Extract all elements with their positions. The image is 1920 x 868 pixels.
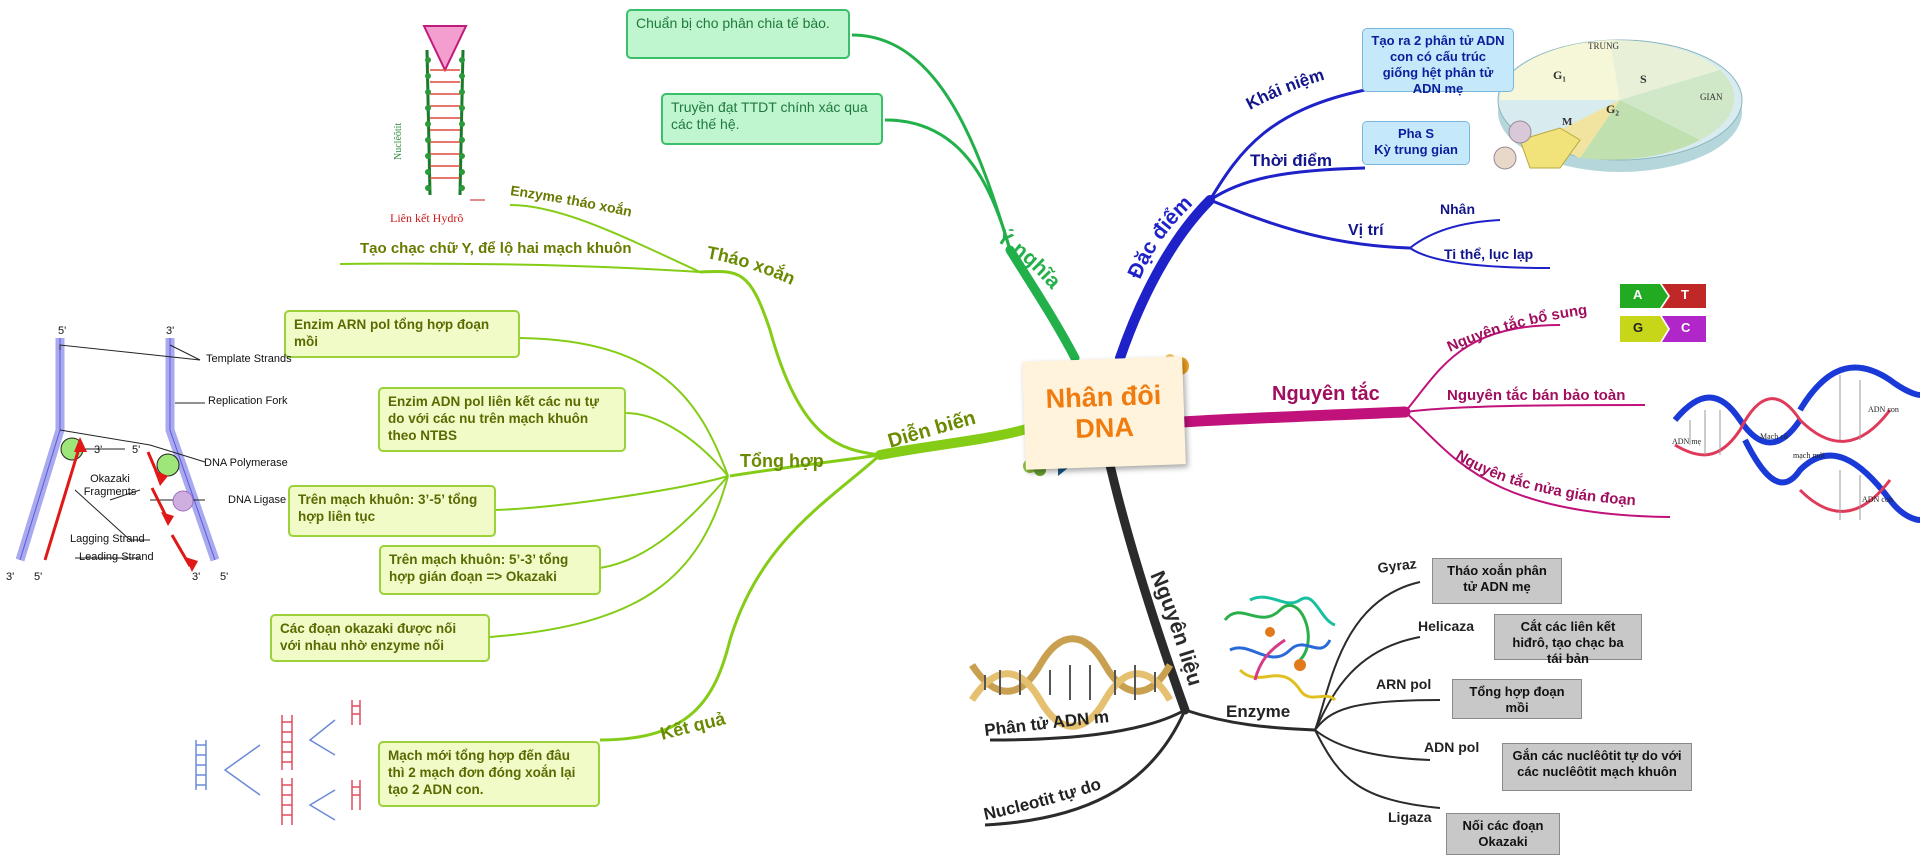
nguyen-tac-bo-sung: Nguyên tắc bổ sung	[1445, 301, 1589, 355]
fork-end-label: 5'	[34, 571, 43, 583]
dna-moi-label: mạch mới	[1793, 451, 1825, 460]
tong-hop-item-3[interactable]: Trên mạch khuôn: 3’-5’ tổng hợp liên tục	[288, 485, 496, 537]
dna-con1-label: ADN con	[1868, 405, 1899, 414]
fork-end-label: 3'	[6, 571, 15, 583]
tong-hop-item-2[interactable]: Enzim ADN pol liên kết các nu tự do với …	[378, 387, 626, 452]
base-a: A	[1633, 287, 1643, 302]
vi-tri-ti-the: Ti thể, lục lạp	[1444, 246, 1534, 262]
central-topic-line2: DNA	[1074, 411, 1135, 445]
base-c: C	[1681, 320, 1691, 335]
nucleotit-side-label: Nuclêôtit	[393, 122, 404, 160]
thoi-diem-line1: Pha S	[1397, 126, 1435, 141]
fork-replication-fork: Replication Fork	[208, 395, 288, 407]
adn-pol-label: ADN pol	[1424, 739, 1480, 755]
thao-xoan-label: Tháo xoắn	[705, 242, 798, 289]
ligaza-box[interactable]: Nối các đoạn Okazaki	[1446, 813, 1560, 855]
dac-diem-branches	[1115, 88, 1551, 363]
fork-end-label: 5'	[58, 325, 67, 337]
cycle-s-label: S	[1640, 72, 1647, 86]
cycle-gian-label: GIAN	[1700, 92, 1723, 102]
base-t: T	[1681, 287, 1689, 302]
nguyen-lieu-branches	[984, 460, 1441, 827]
thoi-diem-label: Thời điểm	[1250, 151, 1332, 170]
nguyen-tac-branches	[1176, 324, 1671, 518]
cycle-trung-label: TRUNG	[1588, 41, 1619, 51]
base-g: G	[1633, 320, 1644, 335]
fork-end-label: 3'	[192, 571, 201, 583]
vi-tri-label: Vị trí	[1348, 222, 1384, 239]
dna-me-label: ADN mẹ	[1672, 437, 1702, 446]
gyraza-box[interactable]: Tháo xoắn phân tử ADN mẹ	[1432, 558, 1562, 604]
tong-hop-item-1[interactable]: Enzim ARN pol tổng hợp đoạn mồi	[284, 310, 520, 358]
gyraza-label: Gyraza	[0, 0, 1417, 576]
fork-okazaki: Okazaki Fragments	[83, 473, 137, 498]
dna-con2-label: ADN con	[1862, 495, 1893, 504]
base-pair-tags	[1620, 284, 1706, 342]
y-nghia-item-2[interactable]: Truyền đạt TTDT chính xác qua các thế hệ…	[661, 93, 883, 145]
central-topic[interactable]: Nhân đôi DNA	[1022, 356, 1186, 470]
fork-dna-ligase: DNA Ligase	[228, 494, 287, 506]
thoi-diem-line2: Kỳ trung gian	[1374, 142, 1458, 157]
khai-niem-box[interactable]: Tạo ra 2 phân tử ADN con có cấu trúc giố…	[1362, 28, 1514, 96]
lien-ket-hydro-label: Liên kết Hydrô	[390, 211, 464, 225]
enzyme-label: Enzyme	[1226, 702, 1291, 721]
arn-pol-label: ARN pol	[1376, 676, 1432, 692]
y-nghia-branches	[851, 33, 1080, 363]
dna-helix-figure	[1672, 364, 1920, 523]
dien-bien-branches	[339, 204, 1035, 742]
dna-tan-figure	[969, 635, 1174, 730]
helicaza-label: Helicaza	[1418, 618, 1475, 634]
nucleotit-tu-do-label: Nucleotit tự do	[982, 774, 1103, 824]
tong-hop-item-4[interactable]: Trên mạch khuôn: 5’-3’ tổng hợp gián đoạ…	[379, 545, 601, 595]
cycle-g2-label: G₂	[1606, 102, 1619, 116]
nguyen-tac-label: Nguyên tắc	[1272, 383, 1380, 405]
cycle-m-label: M	[1562, 116, 1573, 128]
ligaza-label: Ligaza	[1388, 809, 1432, 825]
result-figure	[195, 700, 361, 825]
fork-lagging-strand: Lagging Strand	[70, 533, 145, 545]
arn-pol-box[interactable]: Tổng hợp đoạn mồi	[1452, 679, 1582, 719]
fork-end-label: 3'	[94, 444, 103, 456]
fork-end-label: 3'	[166, 325, 175, 337]
fork-end-label: 5'	[132, 444, 141, 456]
vi-tri-nhan: Nhân	[1440, 201, 1475, 217]
cycle-g1-label: G₁	[1553, 68, 1566, 82]
fork-leading-strand: Leading Strand	[79, 551, 154, 563]
fork-template-strands: Template Strands	[206, 353, 292, 365]
ket-qua-box[interactable]: Mạch mới tổng hợp đến đâu thì 2 mạch đơn…	[378, 741, 600, 807]
tao-chac-label: Tạo chạc chữ Y, để lộ hai mạch khuôn	[360, 240, 632, 257]
tong-hop-item-5[interactable]: Các đoạn okazaki được nối với nhau nhờ e…	[270, 614, 490, 662]
thoi-diem-box[interactable]: Pha S Kỳ trung gian	[1362, 121, 1470, 165]
helicaza-box[interactable]: Cắt các liên kết hiđrô, tạo chạc ba tái …	[1494, 614, 1642, 666]
fork-end-label: 5'	[220, 571, 229, 583]
protein-figure	[1223, 595, 1337, 702]
y-fork-figure	[422, 25, 485, 201]
dna-cu-label: Mạch cũ	[1760, 432, 1788, 441]
fork-dna-polymerase: DNA Polymerase	[204, 457, 288, 469]
adn-pol-box[interactable]: Gắn các nuclêôtit tự do với các nuclêôti…	[1502, 743, 1692, 791]
y-nghia-item-1[interactable]: Chuẩn bị cho phân chia tế bào.	[626, 9, 850, 59]
nguyen-tac-ban-bao-toan: Nguyên tắc bán bảo toàn	[1447, 387, 1626, 404]
tong-hop-label: Tổng hợp	[740, 451, 824, 471]
cell-cycle-figure	[1493, 39, 1743, 172]
nguyen-tac-nua-gian-doan: Nguyên tắc nửa gián đoạn	[1453, 447, 1636, 509]
replication-fork-figure	[15, 338, 220, 572]
enzyme-thao-xoan-label: Enzyme tháo xoắn	[509, 182, 633, 219]
